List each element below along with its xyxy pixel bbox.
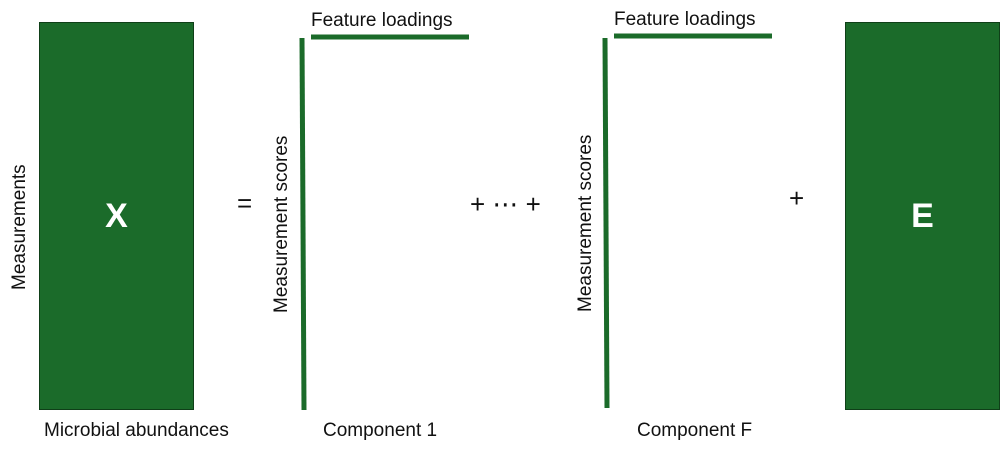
component-1-scores-label: Measurement scores [271,135,292,313]
component-1-caption: Component 1 [323,420,438,441]
matrix-e: E [845,22,1000,410]
matrix-x-letter: X [105,197,128,235]
component-f-caption: Component F [637,420,753,441]
matrix-x: X [39,22,194,410]
component-f-scores-label: Measurement scores [575,134,596,312]
component-1-scores-vector [299,37,307,411]
equals-sign: = [237,188,253,218]
plus-sign: + [789,183,805,213]
matrix-e-letter: E [911,197,934,235]
component-f-scores-vector [602,37,610,409]
matrix-x-caption: Microbial abundances [44,420,229,441]
component-f-loadings-label: Feature loadings [614,9,756,30]
component-1-loadings-label: Feature loadings [311,10,453,31]
plus-ellipsis-plus: + ⋯ + [470,189,541,219]
